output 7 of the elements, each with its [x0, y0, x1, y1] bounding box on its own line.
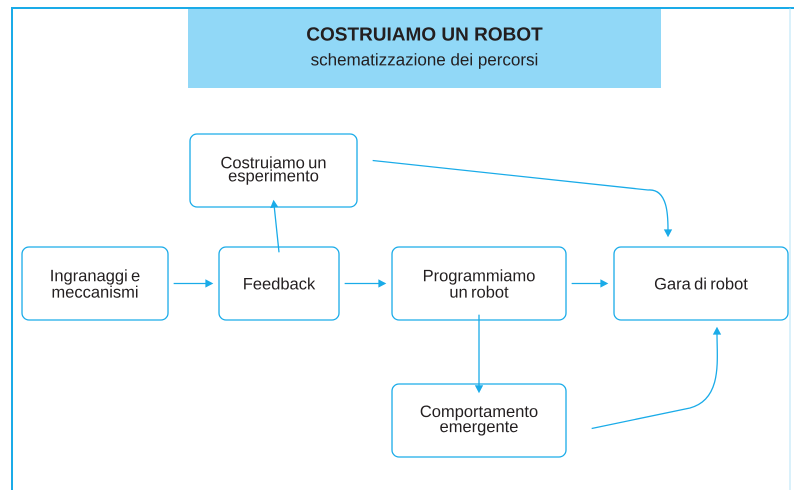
process-box: Feedback [218, 246, 340, 321]
process-box: Gara di robot [613, 246, 789, 321]
process-box: Programmiamo un robot [391, 246, 567, 321]
process-box: Costruiamo un esperimento [189, 133, 358, 208]
process-box: Ingranaggi e meccanismi [21, 246, 169, 321]
title-banner: COSTRUIAMO UN ROBOT schematizzazione dei percorsi [188, 9, 661, 88]
process-box: Comportamento emergente [391, 383, 567, 458]
